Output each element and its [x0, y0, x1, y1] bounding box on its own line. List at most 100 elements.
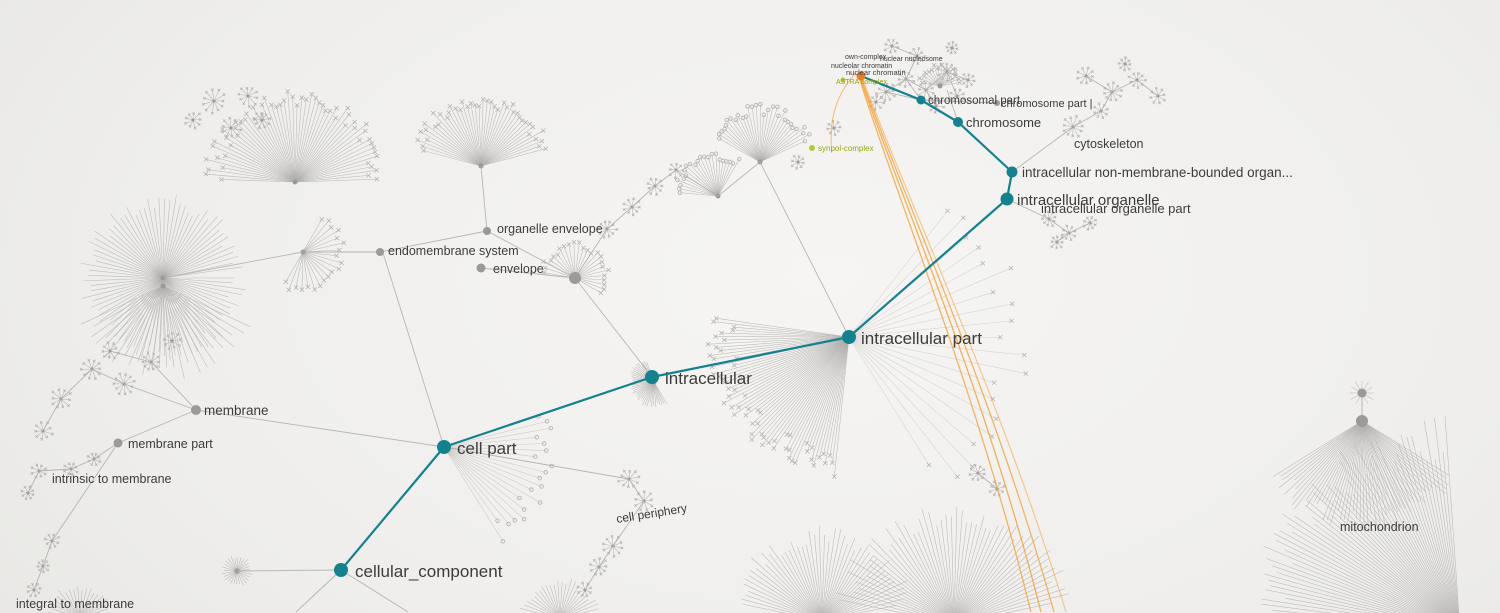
burst-hub-node[interactable]	[832, 126, 836, 130]
graph-node[interactable]	[569, 272, 581, 284]
label-own-complex[interactable]: own-complex	[845, 54, 887, 61]
edge	[1072, 126, 1082, 132]
node-synpol-complex-node[interactable]	[809, 145, 815, 151]
label-nuclear-nucleosome[interactable]: nuclear nucleosome	[880, 56, 943, 63]
edge	[876, 91, 887, 95]
label-intrinsic-to-membrane[interactable]: intrinsic to membrane	[52, 472, 172, 486]
tip-cross-icon	[910, 74, 914, 78]
fan-hub-node[interactable]	[292, 179, 298, 185]
graph-node[interactable]	[191, 405, 201, 415]
tip-cross-icon	[92, 359, 96, 363]
label-intracellular-non-membrane-bounded-organelle[interactable]: intracellular non-membrane-bounded organ…	[1022, 165, 1293, 180]
label-cell-periphery[interactable]: cell periphery	[615, 501, 688, 526]
node-intracellular[interactable]	[645, 370, 659, 384]
graph-node[interactable]	[376, 248, 384, 256]
label-cytoskeleton[interactable]: cytoskeleton	[1074, 137, 1144, 151]
burst-hub-node[interactable]	[229, 126, 233, 130]
label-mitochondrion[interactable]: mitochondrion	[1340, 520, 1419, 534]
node-intracellular-part[interactable]	[842, 330, 856, 344]
node-chromosomal-part[interactable]	[916, 95, 926, 105]
label-membrane-part[interactable]: membrane part	[128, 437, 213, 451]
label-chromosome[interactable]: chromosome	[966, 115, 1041, 130]
label-nucleolar-chromatin[interactable]: nucleolar chromatin	[831, 63, 892, 70]
node-cell-part[interactable]	[437, 440, 451, 454]
node-intracellular-non-membrane-bounded-organelle[interactable]	[1006, 166, 1018, 178]
fan-hub-node[interactable]	[160, 283, 166, 289]
tip-cross-icon	[962, 81, 966, 85]
edge	[1264, 573, 1402, 613]
edge	[1369, 439, 1453, 613]
graph-node[interactable]	[113, 438, 123, 448]
label-membrane[interactable]: membrane	[204, 403, 269, 418]
graph-node[interactable]	[994, 100, 1000, 106]
burst-hub-node[interactable]	[796, 160, 800, 164]
label-chromosomal-part[interactable]: chromosomal part	[928, 95, 1021, 107]
node-cellular-component[interactable]	[334, 563, 348, 577]
tip-cross-icon	[931, 62, 937, 68]
label-integral-to-membrane[interactable]: integral to membrane	[16, 597, 134, 611]
edge	[1345, 492, 1447, 613]
label-cellular-component[interactable]: cellular_component	[355, 562, 503, 581]
label-intracellular-organelle[interactable]: intracellular organelle	[1017, 192, 1160, 209]
label-intracellular-organelle-part[interactable]: intracellular organelle part	[1041, 201, 1191, 216]
tip-cross-icon	[638, 205, 641, 209]
tip-cross-icon	[936, 68, 940, 71]
label-astra-complex[interactable]: ASTRA complex	[836, 79, 887, 86]
tip-cross-icon	[255, 112, 258, 116]
edge	[1406, 437, 1456, 613]
edge	[697, 160, 719, 197]
tip-cross-icon	[31, 489, 35, 493]
tip-cross-icon	[980, 260, 986, 266]
tip-cross-icon	[649, 177, 653, 181]
edge	[748, 336, 850, 410]
label-endomembrane-system[interactable]: endomembrane system	[388, 244, 519, 258]
label-organelle-envelope[interactable]: organelle envelope	[497, 222, 603, 236]
node-chromosome[interactable]	[953, 117, 963, 127]
label-nuclear-chromatin-label[interactable]: nuclear chromatin	[846, 68, 906, 77]
edge	[526, 600, 550, 613]
burst-hub-node[interactable]	[874, 100, 878, 104]
tip-cross-icon	[245, 86, 249, 90]
edge	[162, 213, 200, 279]
label-intracellular[interactable]: intracellular	[665, 369, 752, 388]
tip-cross-icon	[956, 76, 962, 82]
tip-cross-icon	[917, 88, 921, 91]
burst-hub-node[interactable]	[191, 118, 195, 122]
edge	[474, 105, 482, 167]
edge	[276, 106, 296, 183]
graph-node[interactable]	[1357, 388, 1367, 398]
graph-node[interactable]	[483, 227, 491, 235]
label-envelope[interactable]: envelope	[493, 262, 544, 276]
burst-hub-node[interactable]	[212, 99, 216, 103]
label-synpol-complex[interactable]: synpol-complex	[818, 144, 874, 153]
tip-dot-icon	[782, 117, 788, 122]
burst-hub-node[interactable]	[170, 339, 174, 343]
edge	[93, 254, 164, 279]
burst-hub-node[interactable]	[260, 118, 264, 122]
tip-cross-icon	[57, 535, 61, 539]
burst-hub-node[interactable]	[246, 94, 250, 98]
graph-node[interactable]	[476, 263, 486, 273]
graph-node[interactable]	[1356, 415, 1368, 427]
label-chromosome-part[interactable]: chromosome part |	[1001, 98, 1093, 110]
edge	[541, 586, 557, 613]
tip-cross-icon	[1149, 96, 1153, 100]
burst-hub-node[interactable]	[950, 46, 954, 50]
node-astra-complex-node[interactable]	[840, 77, 846, 83]
burst-hub-node[interactable]	[1123, 62, 1127, 66]
fan-hub-node[interactable]	[937, 83, 943, 89]
edge	[1330, 514, 1442, 613]
tip-cross-icon	[600, 264, 606, 270]
label-cell-part[interactable]: cell part	[457, 439, 517, 458]
node-nuclear-chromatin[interactable]	[856, 71, 866, 81]
tip-cross-icon	[726, 394, 732, 399]
edge	[890, 544, 946, 613]
edge	[1072, 116, 1077, 128]
node-intracellular-organelle[interactable]	[1000, 192, 1014, 206]
edge	[1278, 420, 1363, 488]
node-burst	[141, 351, 161, 371]
label-intracellular-part[interactable]: intracellular part	[861, 329, 982, 348]
node-burst	[908, 46, 927, 65]
